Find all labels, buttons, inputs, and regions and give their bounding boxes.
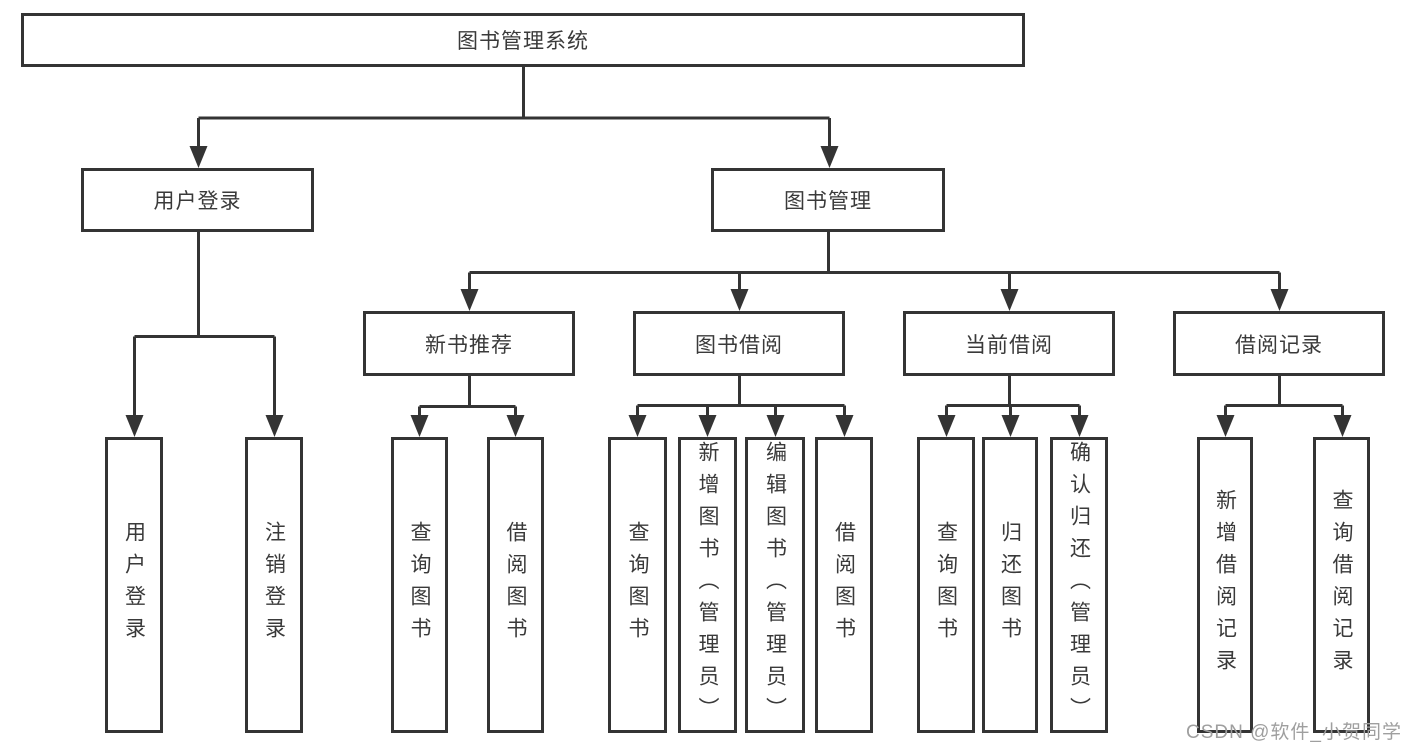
- node-label: 新增借阅记录: [1213, 489, 1237, 681]
- node-label: 新书推荐: [425, 333, 513, 357]
- leaf-logout: 注销登录: [245, 437, 303, 733]
- node-label: 借阅记录: [1235, 333, 1323, 357]
- node-book-borrow: 图书借阅: [633, 311, 845, 376]
- node-root-library-system: 图书管理系统: [21, 13, 1025, 67]
- arrowhead: [628, 415, 647, 437]
- node-label: 用户登录: [153, 190, 242, 213]
- arrowhead: [410, 415, 429, 437]
- node-label: 图书管理: [784, 190, 872, 213]
- node-label: 图书借阅: [695, 333, 783, 357]
- leaf-user-login: 用户登录: [105, 437, 163, 733]
- leaf-query-books-current: 查询图书: [917, 437, 975, 733]
- edge-current-borrow-to-leaves: [937, 376, 1089, 437]
- edge-book-borrow-to-leaves: [628, 376, 854, 437]
- arrowhead: [1070, 415, 1089, 437]
- node-book-management: 图书管理: [711, 168, 945, 232]
- node-label: 借阅图书: [504, 521, 527, 649]
- watermark: CSDN @软件_小贺同学: [1186, 722, 1402, 743]
- edge-root-to-level2: [189, 67, 839, 168]
- node-label: 借阅图书: [832, 521, 856, 649]
- node-label: 查询借阅记录: [1330, 489, 1353, 681]
- node-label: 查询图书: [408, 521, 431, 649]
- arrowhead: [1333, 415, 1352, 437]
- leaf-confirm-return-admin: 确认归还（管理员）: [1050, 437, 1108, 733]
- leaf-borrow-books: 借阅图书: [815, 437, 873, 733]
- arrowhead: [1216, 415, 1235, 437]
- edge-new-book-to-leaves: [410, 376, 525, 437]
- arrowhead: [730, 289, 749, 311]
- leaf-query-books-borrow: 查询图书: [608, 437, 667, 733]
- arrowhead: [506, 415, 525, 437]
- arrowhead: [460, 289, 479, 311]
- arrowhead: [1270, 289, 1289, 311]
- node-current-borrow: 当前借阅: [903, 311, 1115, 376]
- node-label: 当前借阅: [965, 333, 1053, 357]
- leaf-query-books-recommend: 查询图书: [391, 437, 448, 733]
- node-label: 确认归还（管理员）: [1067, 441, 1091, 729]
- edge-user-login-to-leaves: [125, 232, 284, 437]
- node-borrow-record: 借阅记录: [1173, 311, 1385, 376]
- leaf-edit-books-admin: 编辑图书（管理员）: [745, 437, 805, 733]
- arrowhead: [1001, 415, 1020, 437]
- arrowhead: [937, 415, 956, 437]
- leaf-add-borrow-record: 新增借阅记录: [1197, 437, 1253, 733]
- node-label: 用户登录: [122, 521, 146, 649]
- node-label: 新增图书（管理员）: [696, 441, 719, 729]
- leaf-query-borrow-record: 查询借阅记录: [1313, 437, 1370, 733]
- node-user-login: 用户登录: [81, 168, 314, 232]
- arrowhead: [835, 415, 854, 437]
- arrowhead: [265, 415, 284, 437]
- node-label: 查询图书: [626, 521, 649, 649]
- arrowhead: [189, 146, 208, 168]
- leaf-borrow-books-recommend: 借阅图书: [487, 437, 544, 733]
- edge-borrow-record-to-leaves: [1216, 376, 1352, 437]
- node-label: 图书管理系统: [457, 30, 589, 53]
- leaf-return-books: 归还图书: [982, 437, 1038, 733]
- arrowhead: [766, 415, 785, 437]
- node-label: 查询图书: [934, 521, 958, 649]
- node-label: 编辑图书（管理员）: [763, 441, 787, 729]
- arrowhead: [820, 146, 839, 168]
- node-new-book-recommend: 新书推荐: [363, 311, 575, 376]
- arrowhead: [1000, 289, 1019, 311]
- node-label: 归还图书: [998, 521, 1022, 649]
- arrowhead: [698, 415, 717, 437]
- edge-book-mgmt-to-level3: [460, 232, 1289, 311]
- arrowhead: [125, 415, 144, 437]
- node-label: 注销登录: [262, 521, 286, 649]
- leaf-add-books-admin: 新增图书（管理员）: [678, 437, 737, 733]
